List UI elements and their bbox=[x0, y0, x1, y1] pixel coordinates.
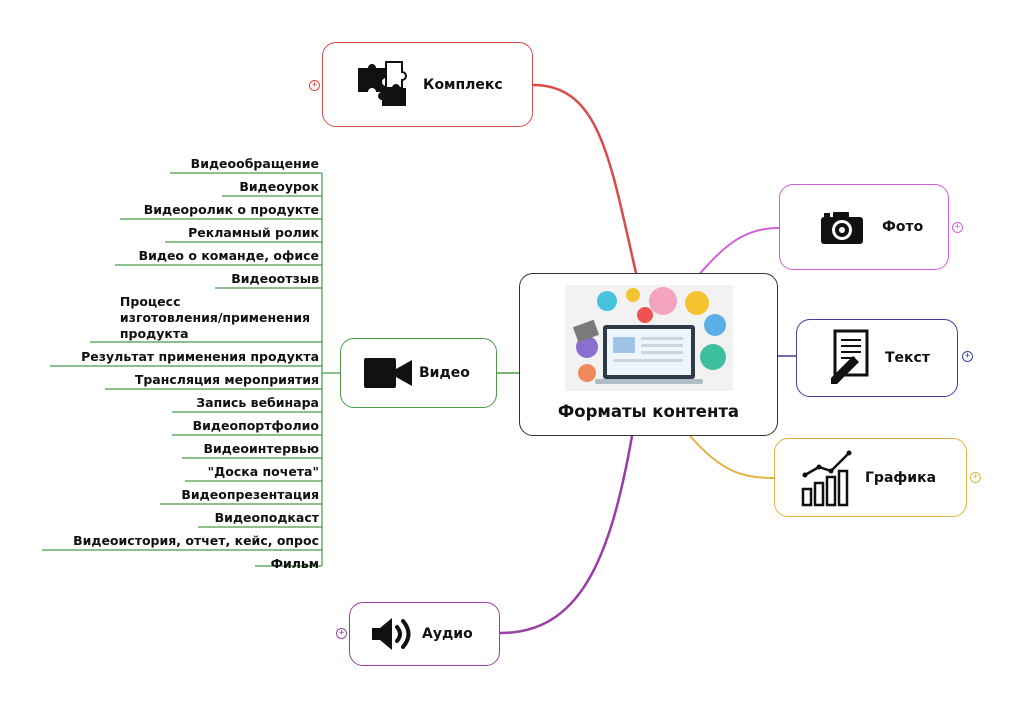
node-audio[interactable]: Аудио bbox=[349, 602, 500, 666]
video-item-protsess-line-1: Процесс bbox=[119, 294, 181, 309]
video-item-video-o-komande[interactable]: Видео о команде, офисе bbox=[138, 248, 319, 263]
document-pencil-icon bbox=[827, 328, 873, 388]
node-audio-label: Аудио bbox=[422, 626, 473, 642]
node-tekst[interactable]: Текст bbox=[796, 319, 958, 397]
video-item-videoprezentatsiya[interactable]: Видеопрезентация bbox=[181, 487, 319, 502]
video-camera-icon bbox=[363, 356, 413, 390]
node-grafika[interactable]: Графика bbox=[774, 438, 967, 517]
video-branch-lines bbox=[42, 172, 340, 567]
camera-icon bbox=[820, 207, 864, 247]
video-item-translyatsiya[interactable]: Трансляция мероприятия bbox=[134, 372, 319, 387]
node-grafika-label: Графика bbox=[865, 469, 937, 486]
video-item-rezultat-primeneniya[interactable]: Результат применения продукта bbox=[81, 349, 319, 364]
node-kompleks[interactable]: Комплекс bbox=[322, 42, 533, 127]
puzzle-icon bbox=[355, 59, 411, 111]
foto-expand-button[interactable]: + bbox=[952, 222, 963, 233]
central-topic[interactable]: Форматы контента bbox=[519, 273, 778, 436]
video-item-videoobrashchenie[interactable]: Видеообращение bbox=[190, 156, 319, 171]
video-item-doska-pocheta[interactable]: "Доска почета" bbox=[207, 464, 319, 479]
video-item-zapis-vebinara[interactable]: Запись вебинара bbox=[196, 395, 319, 410]
node-kompleks-label: Комплекс bbox=[423, 76, 503, 93]
connector-grafika bbox=[689, 435, 775, 479]
speaker-icon bbox=[370, 614, 416, 654]
node-video-label: Видео bbox=[419, 365, 470, 381]
content-formats-illustration bbox=[565, 285, 733, 391]
connector-audio bbox=[499, 435, 634, 635]
video-item-videoistoriya[interactable]: Видеоистория, отчет, кейс, опрос bbox=[73, 533, 319, 548]
connector-kompleks bbox=[532, 83, 638, 274]
kompleks-expand-button[interactable]: + bbox=[309, 80, 320, 91]
node-video[interactable]: Видео bbox=[340, 338, 497, 408]
video-item-protsess-izgotovleniya[interactable]: Процесс изготовления/применения продукта bbox=[120, 294, 310, 342]
node-foto-label: Фото bbox=[882, 219, 924, 235]
video-item-videointervyu[interactable]: Видеоинтервью bbox=[203, 441, 319, 456]
video-item-videorolik-o-produkte[interactable]: Видеоролик о продукте bbox=[143, 202, 319, 217]
audio-expand-button[interactable]: + bbox=[336, 628, 347, 639]
node-foto[interactable]: Фото bbox=[779, 184, 949, 270]
video-item-videourok[interactable]: Видеоурок bbox=[239, 179, 319, 194]
bar-chart-icon bbox=[799, 448, 857, 508]
tekst-expand-button[interactable]: + bbox=[962, 351, 973, 362]
grafika-expand-button[interactable]: + bbox=[970, 472, 981, 483]
node-tekst-label: Текст bbox=[885, 350, 930, 366]
video-item-videoportfolio[interactable]: Видеопортфолио bbox=[192, 418, 319, 433]
video-item-videootzyv[interactable]: Видеоотзыв bbox=[231, 271, 319, 286]
central-topic-title: Форматы контента bbox=[557, 402, 740, 421]
video-item-protsess-line-2: изготовления/применения bbox=[119, 310, 310, 325]
video-item-protsess-line-3: продукта bbox=[119, 326, 189, 341]
video-item-film[interactable]: Фильм bbox=[270, 556, 319, 571]
video-item-videopodkast[interactable]: Видеоподкаст bbox=[214, 510, 319, 525]
video-item-reklamnyy-rolik[interactable]: Рекламный ролик bbox=[188, 225, 319, 240]
